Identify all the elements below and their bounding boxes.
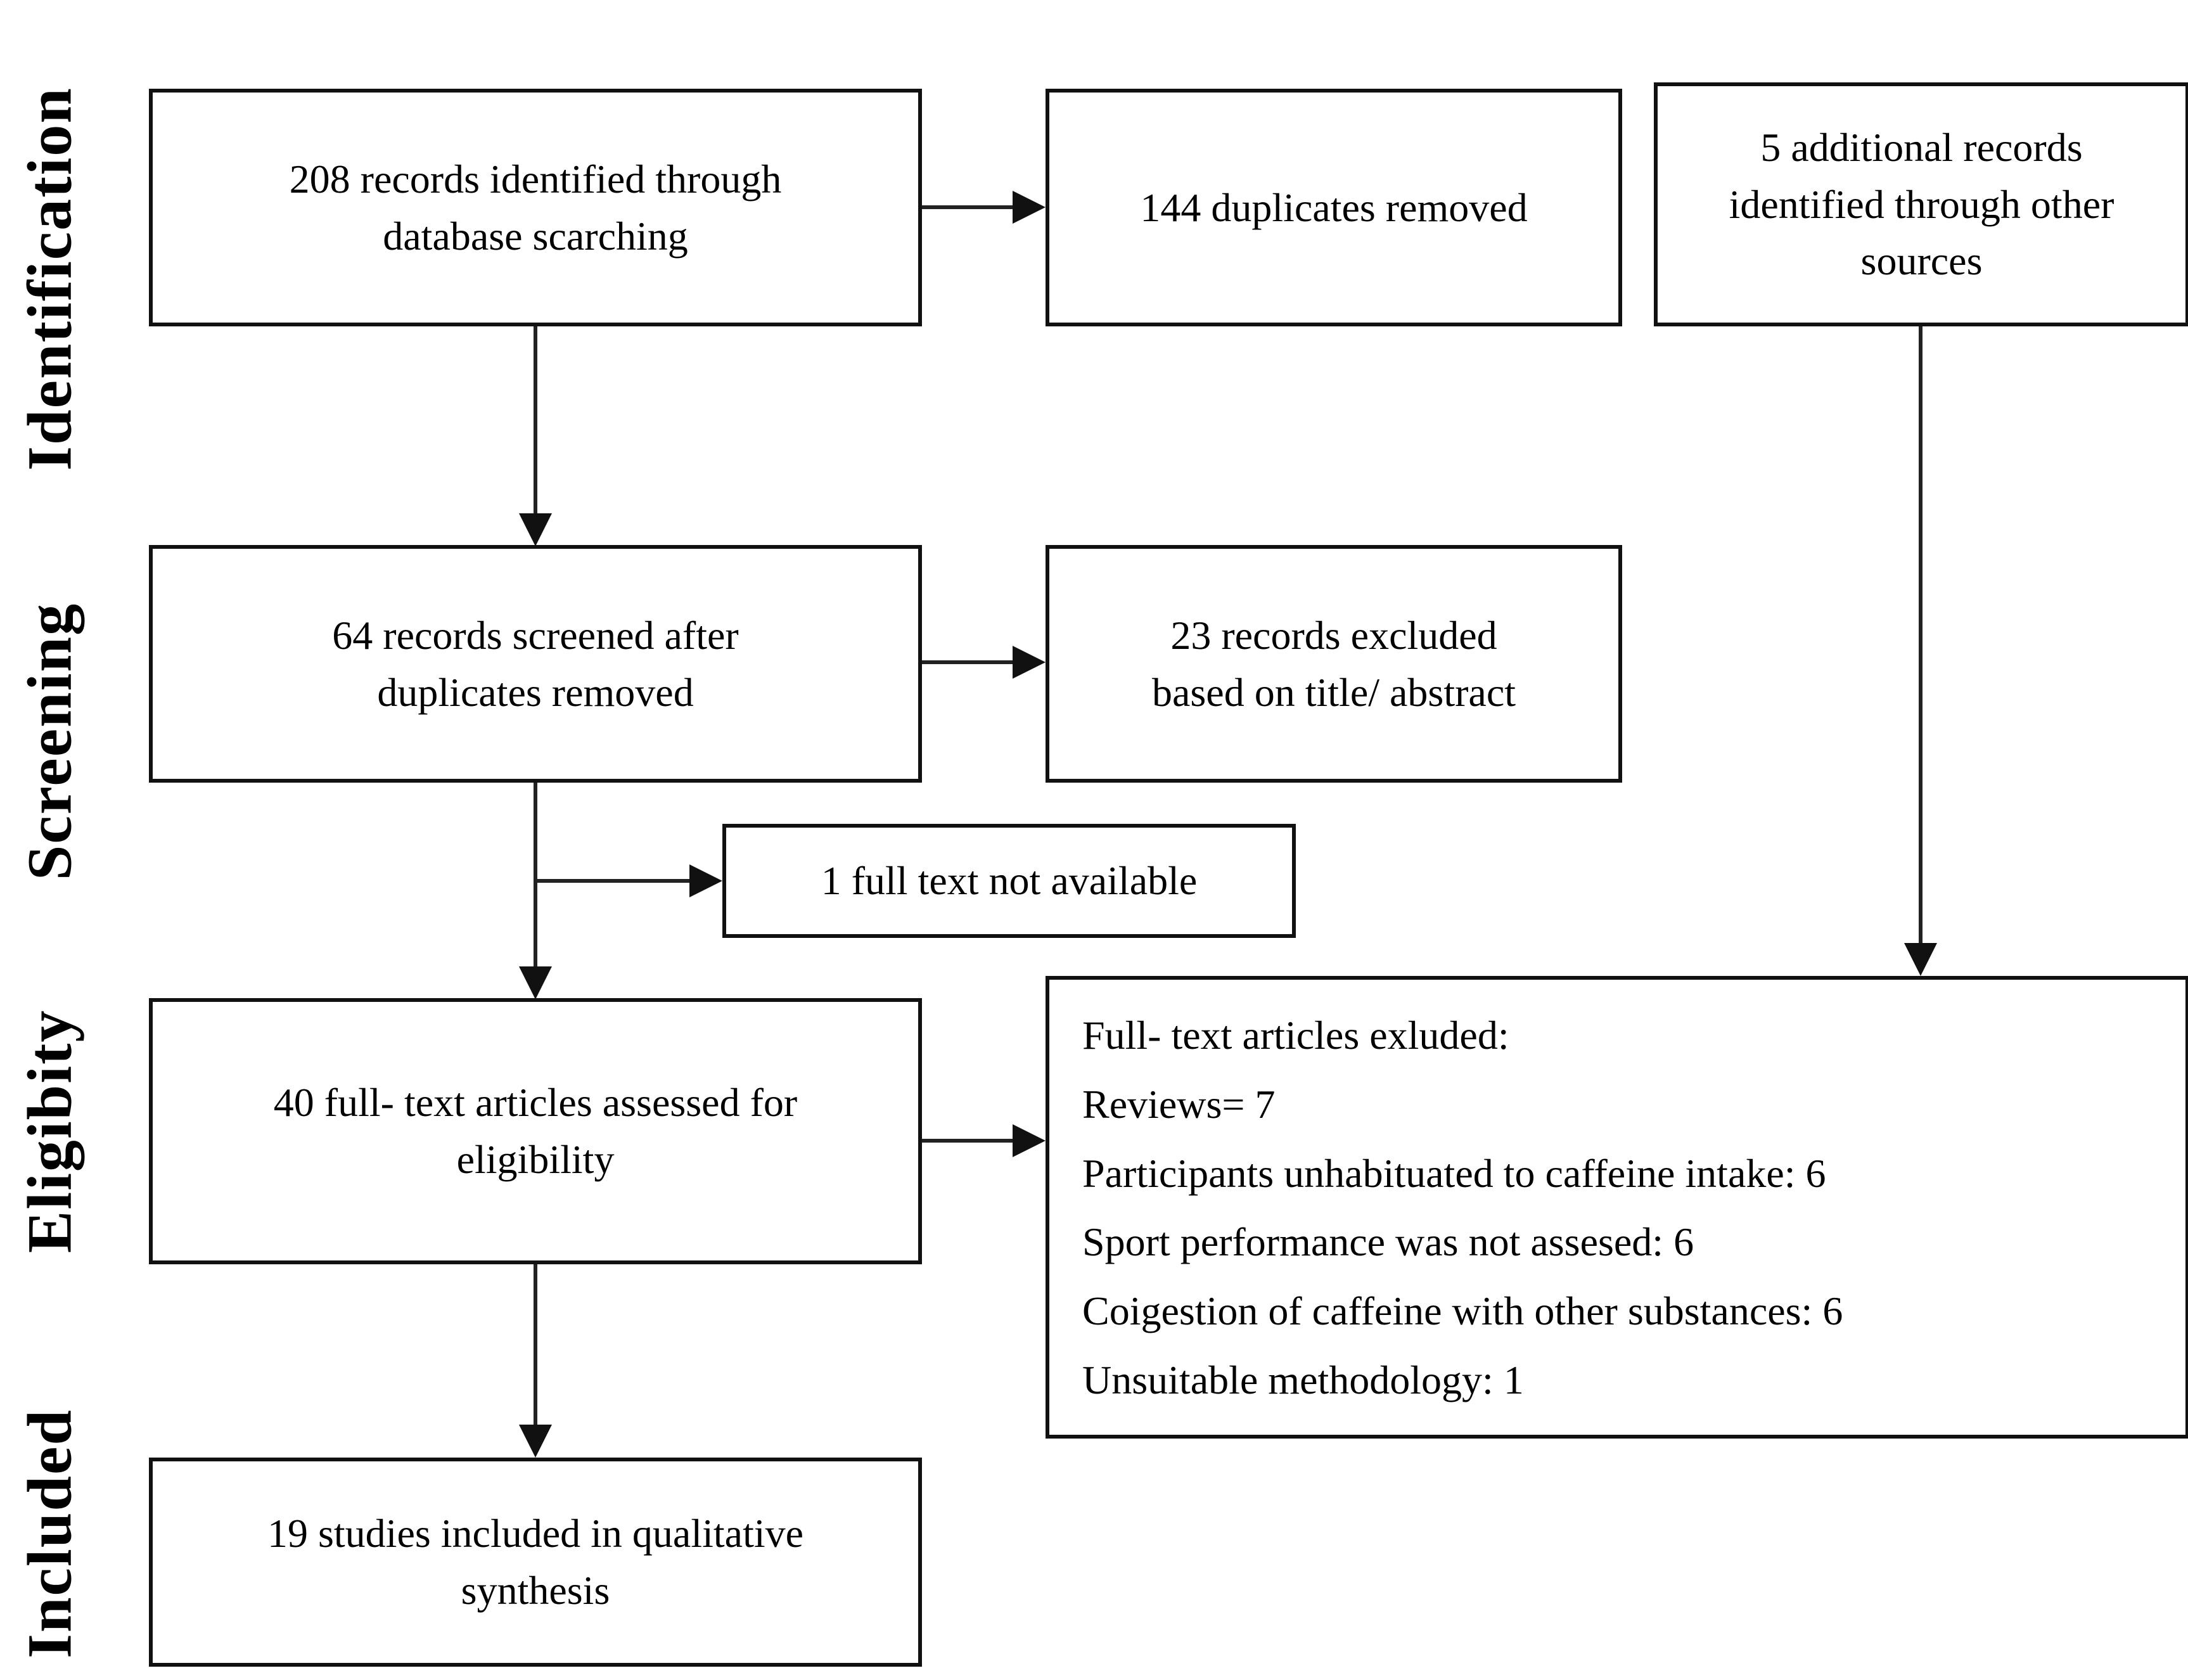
arrowhead-right-icon <box>1013 646 1046 679</box>
excluded-reason-line: Unsuitable methodology: 1 <box>1082 1357 1524 1402</box>
arrow-shaft <box>534 326 537 516</box>
box-records-screened-text: 64 records screened after duplicates rem… <box>332 612 739 715</box>
stage-label-included: Included <box>14 1409 85 1658</box>
excluded-reason-line: Full- text articles exluded: <box>1082 1013 1509 1058</box>
arrowhead-down-icon <box>519 513 552 546</box>
arrowhead-down-icon <box>519 966 552 999</box>
box-records-screened: 64 records screened after duplicates rem… <box>149 545 922 783</box>
box-duplicates-removed-text: 144 duplicates removed <box>1140 184 1528 230</box>
arrow-shaft <box>534 783 537 970</box>
stage-label-identification: Identification <box>14 87 85 471</box>
arrowhead-right-icon <box>689 864 722 897</box>
arrow-shaft <box>922 205 1014 209</box>
box-additional-records-text: 5 additional records identified through … <box>1729 125 2114 284</box>
box-records-identified: 208 records identified through database … <box>149 89 922 326</box>
excluded-reason-line: Participants unhabituated to caffeine in… <box>1082 1150 1826 1196</box>
arrow-shaft <box>534 879 694 883</box>
box-records-identified-text: 208 records identified through database … <box>289 156 782 259</box>
excluded-reason-line: Sport performance was not assesed: 6 <box>1082 1219 1694 1265</box>
stage-label-eligibility: Eligibity <box>14 1009 85 1254</box>
box-full-text-not-available: 1 full text not available <box>722 824 1296 938</box>
box-records-excluded: 23 records excluded based on title/ abst… <box>1046 545 1622 783</box>
arrowhead-right-icon <box>1013 191 1046 224</box>
box-additional-records: 5 additional records identified through … <box>1654 82 2188 326</box>
box-full-text-excluded: Full- text articles exluded: Reviews= 7 … <box>1046 976 2188 1439</box>
box-full-text-not-available-text: 1 full text not available <box>821 858 1198 904</box>
excluded-reason-line: Coigestion of caffeine with other substa… <box>1082 1288 1843 1334</box>
arrow-shaft <box>534 1264 537 1428</box>
excluded-reason-line: Reviews= 7 <box>1082 1081 1276 1127</box>
box-duplicates-removed: 144 duplicates removed <box>1046 89 1622 326</box>
arrowhead-down-icon <box>1904 943 1937 976</box>
box-articles-assessed: 40 full- text articles assessed for elig… <box>149 998 922 1264</box>
arrowhead-down-icon <box>519 1425 552 1458</box>
arrow-shaft <box>922 660 1014 664</box>
box-articles-assessed-text: 40 full- text articles assessed for elig… <box>273 1080 798 1182</box>
arrow-shaft <box>922 1139 1014 1143</box>
box-studies-included-text: 19 studies included in qualitative synth… <box>267 1511 804 1613</box>
arrowhead-right-icon <box>1013 1124 1046 1157</box>
arrow-shaft <box>1919 326 1922 946</box>
box-studies-included: 19 studies included in qualitative synth… <box>149 1458 922 1667</box>
stage-label-screening: Screening <box>14 602 85 881</box>
box-records-excluded-text: 23 records excluded based on title/ abst… <box>1151 612 1516 715</box>
